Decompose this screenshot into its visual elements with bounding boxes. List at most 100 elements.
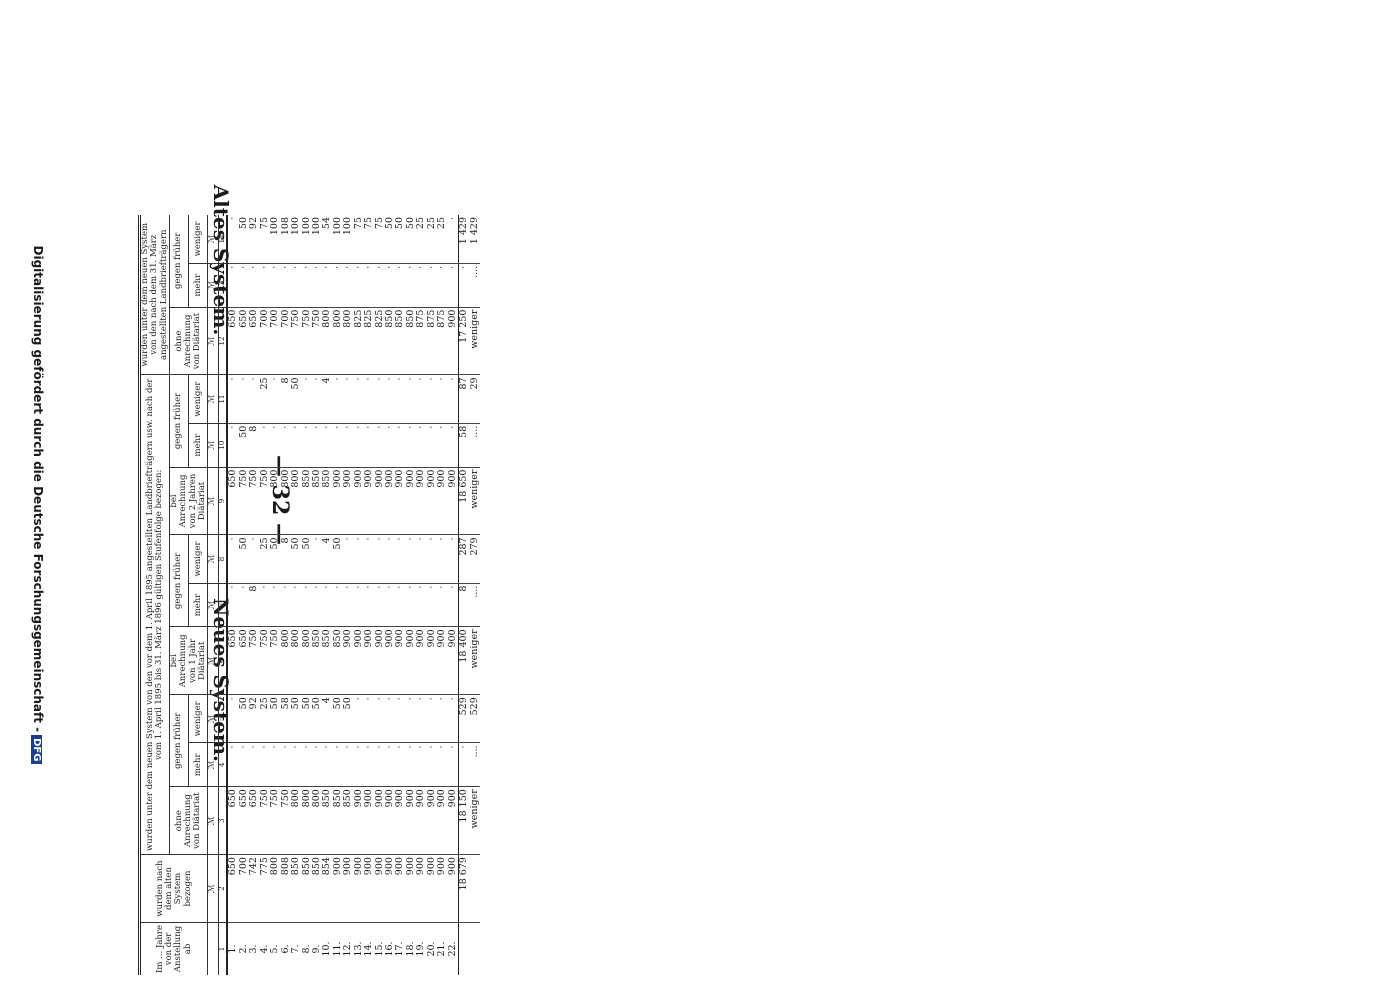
table-cell: · [426, 694, 438, 743]
table-cell: · [290, 263, 302, 308]
table-cell: · [426, 374, 438, 424]
table-cell: · [436, 583, 448, 627]
table-cell: · [332, 374, 344, 424]
column-number: 5 [218, 694, 228, 743]
unit-cell [207, 922, 219, 975]
funding-text: Digitalisierung gefördert durch die Deut… [31, 245, 45, 733]
unit-cell: ℳ [207, 854, 219, 923]
table-cell: · [363, 742, 375, 787]
sum-cell [458, 922, 470, 975]
table-cell: 50 [290, 534, 302, 584]
header-group-a: wurden unter dem neuen System von den vo… [139, 374, 170, 855]
table-cell: · [415, 263, 427, 308]
difference-cell: .... [469, 742, 480, 787]
table-cell: 50 [342, 694, 354, 743]
header-weniger: weniger [188, 694, 208, 743]
table-cell: 900 [363, 467, 375, 535]
header-mehr: mehr [188, 263, 208, 308]
table-cell: 800 [290, 626, 302, 695]
table-cell: · [353, 374, 365, 424]
table-cell: 900 [363, 854, 375, 923]
unit-cell: ℳ [207, 423, 219, 468]
table-cell: 850 [290, 854, 302, 923]
table-cell: 750 [290, 307, 302, 375]
table-cell: 8 [248, 583, 260, 627]
table-cell: · [447, 742, 459, 787]
table-cell: · [280, 423, 292, 468]
table-cell: · [342, 263, 354, 308]
table-cell: · [394, 694, 406, 743]
table-cell: · [436, 423, 448, 468]
header-gegen-3: gegen früher [169, 374, 189, 468]
table-cell: · [374, 423, 385, 468]
sum-cell: 1 429 [458, 215, 470, 264]
unit-cell: ℳ [207, 374, 219, 424]
column-number: 7 [218, 583, 228, 627]
header-year: Im ... Jahre von der Anstellung ab [139, 922, 208, 975]
difference-cell: weniger [469, 467, 480, 535]
difference-cell: weniger [469, 307, 480, 375]
column-number: 1 [218, 922, 228, 975]
table-cell: · [363, 694, 375, 743]
table-cell: · [405, 583, 417, 627]
header-group-b: wurden unter dem neuen System von den na… [139, 215, 170, 375]
table-cell: · [374, 694, 385, 743]
table-cell: · [374, 742, 385, 787]
table-cell: · [301, 742, 312, 787]
table-cell: · [332, 423, 344, 468]
table-cell: · [384, 374, 396, 424]
table-cell: · [311, 742, 323, 787]
table-cell: · [436, 374, 448, 424]
sum-cell: 58 [458, 423, 470, 468]
difference-cell [469, 854, 480, 923]
table-cell: · [426, 263, 438, 308]
unit-cell: ℳ [207, 263, 219, 308]
table-cell: · [269, 742, 281, 787]
table-cell: · [447, 374, 459, 424]
table-cell: 14. [363, 922, 375, 975]
table-cell: 75 [363, 217, 375, 230]
table-cell: · [405, 694, 417, 743]
header-gegen-4: gegen früher [169, 215, 189, 308]
header-weniger: weniger [188, 215, 208, 264]
unit-cell: ℳ [207, 307, 219, 375]
table-cell: 4 [321, 374, 333, 424]
table-cell: · [447, 423, 459, 468]
table-cell: · [363, 263, 375, 308]
unit-cell: ℳ [207, 742, 219, 787]
header-sub-2-jahre: bei Anrechnung von 2 Jahren Diätariat [169, 467, 208, 535]
header-mehr: mehr [188, 742, 208, 787]
table-cell: · [321, 583, 333, 627]
table-cell: · [290, 583, 302, 627]
table-cell: · [405, 742, 417, 787]
table-cell: · [405, 263, 417, 308]
table-cell: · [301, 263, 312, 308]
difference-cell: 29 [469, 374, 480, 424]
table-cell: · [311, 263, 323, 308]
sum-cell: · [458, 263, 470, 308]
salary-table: Im ... Jahre von der Anstellung ab wurde… [138, 215, 480, 975]
sum-cell: 8 [458, 583, 470, 627]
header-weniger: weniger [188, 374, 208, 424]
column-number: 2 [218, 854, 228, 923]
difference-cell: weniger [469, 786, 480, 855]
header-old-system: wurden nach dem alten System bezogen [139, 854, 208, 923]
table-cell: 900 [447, 626, 459, 695]
table-cell: 825 [363, 307, 375, 375]
table-cell: 900 [447, 467, 459, 535]
table-cell: · [311, 583, 323, 627]
table-cell: · [415, 374, 427, 424]
table-cell: · [447, 583, 459, 627]
table-cell: · [342, 423, 354, 468]
column-number: 3 [218, 786, 228, 855]
table-cell: · [353, 534, 365, 584]
table-cell: · [447, 263, 459, 308]
column-number: 12 [218, 307, 228, 375]
sum-cell: 87 [458, 374, 470, 424]
funding-note: Digitalisierung gefördert durch die Deut… [31, 40, 45, 970]
table-cell: 900 [447, 307, 459, 375]
column-number: 6 [218, 626, 228, 695]
table-cell: · [227, 742, 239, 787]
